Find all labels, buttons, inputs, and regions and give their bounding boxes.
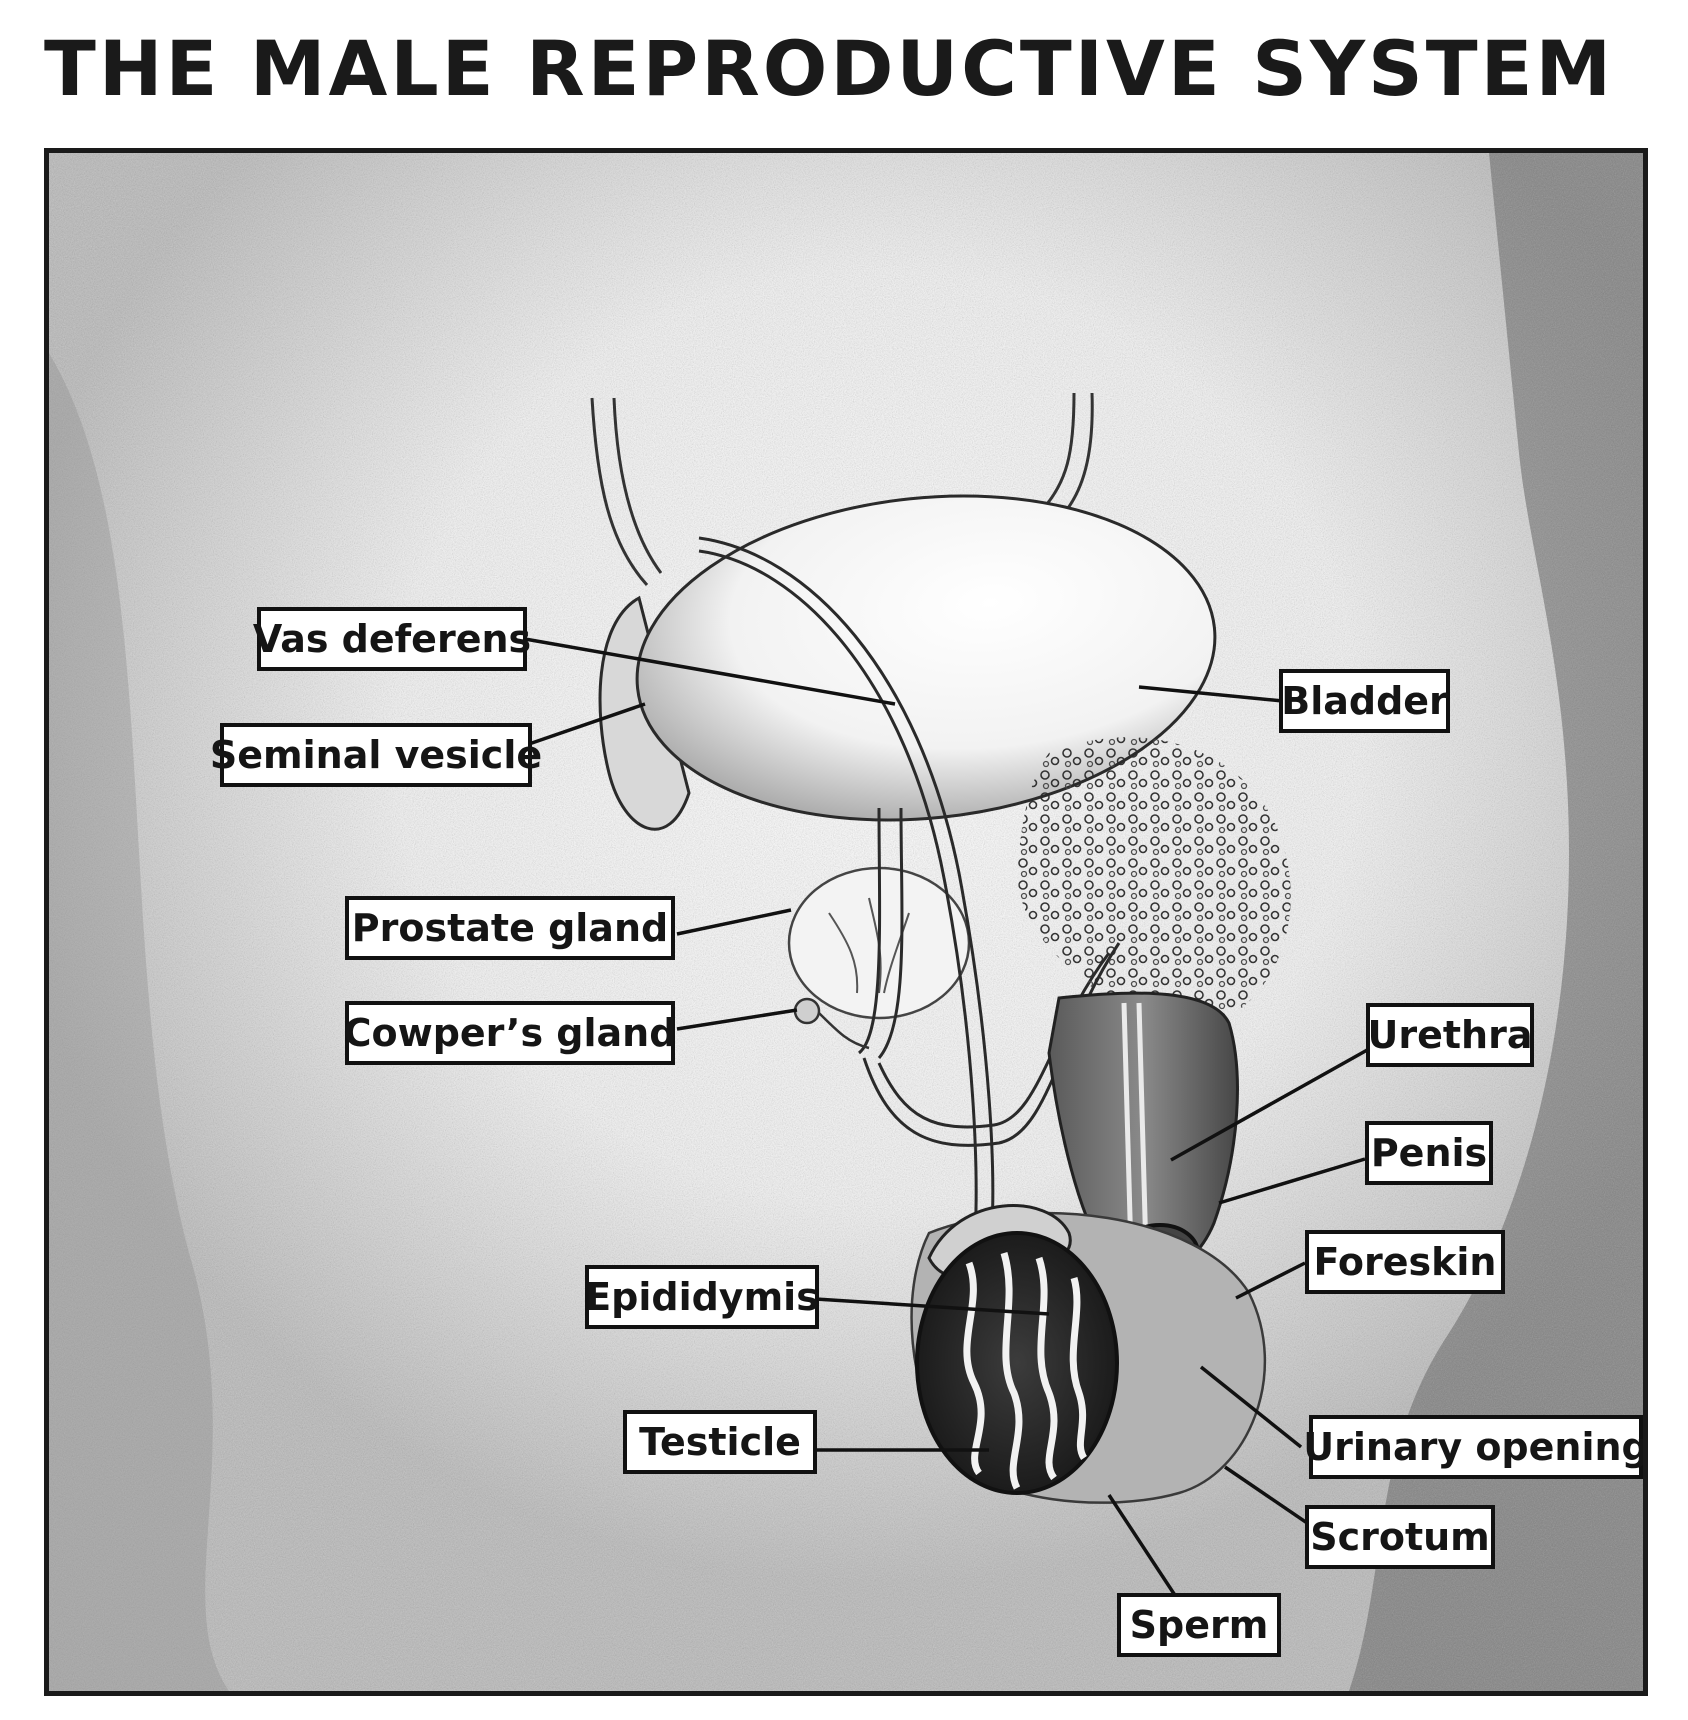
leader-vas-deferens bbox=[524, 637, 896, 706]
leader-penis bbox=[1218, 1157, 1366, 1205]
label-seminal-vesicle: Seminal vesicle bbox=[210, 723, 542, 787]
anatomy-illustration: Vas deferens Seminal vesicle Bladder Pro… bbox=[44, 148, 1648, 1696]
leader-epididymis bbox=[799, 1296, 1050, 1316]
seminiferous-tubules bbox=[963, 1251, 1088, 1490]
leader-urinary-opening bbox=[1199, 1365, 1303, 1449]
leader-seminal-vesicle bbox=[528, 702, 646, 746]
label-vas-deferens: Vas deferens bbox=[253, 607, 531, 671]
leader-sperm bbox=[1107, 1494, 1188, 1613]
leader-bladder bbox=[1138, 685, 1284, 703]
leader-cowpers bbox=[676, 1008, 798, 1031]
pubic-hair bbox=[1017, 737, 1291, 1036]
label-prostate-gland: Prostate gland bbox=[345, 896, 675, 960]
label-testicle: Testicle bbox=[623, 1410, 817, 1474]
diagram-title: THE MALE REPRODUCTIVE SYSTEM bbox=[44, 24, 1615, 113]
label-bladder: Bladder bbox=[1279, 669, 1450, 733]
label-scrotum: Scrotum bbox=[1305, 1505, 1495, 1569]
label-penis: Penis bbox=[1365, 1121, 1493, 1185]
label-urinary-opening: Urinary opening bbox=[1303, 1415, 1643, 1479]
leader-foreskin bbox=[1235, 1261, 1306, 1300]
leader-prostate bbox=[676, 908, 792, 936]
pencil-drawing bbox=[49, 153, 1643, 1691]
label-foreskin: Foreskin bbox=[1305, 1230, 1505, 1294]
leader-scrotum bbox=[1224, 1465, 1314, 1529]
label-cowpers-gland: Cowper’s gland bbox=[344, 1001, 676, 1065]
cowpers-gland-shape bbox=[793, 997, 821, 1025]
label-epididymis: Epididymis bbox=[585, 1265, 819, 1329]
leader-lines bbox=[524, 637, 1370, 1613]
label-urethra: Urethra bbox=[1366, 1003, 1534, 1067]
label-sperm: Sperm bbox=[1117, 1593, 1281, 1657]
vas-deferens-tube bbox=[698, 536, 995, 1264]
testicle-shape bbox=[915, 1231, 1119, 1495]
leader-urethra bbox=[1170, 1047, 1370, 1162]
bladder-shape bbox=[635, 494, 1217, 822]
